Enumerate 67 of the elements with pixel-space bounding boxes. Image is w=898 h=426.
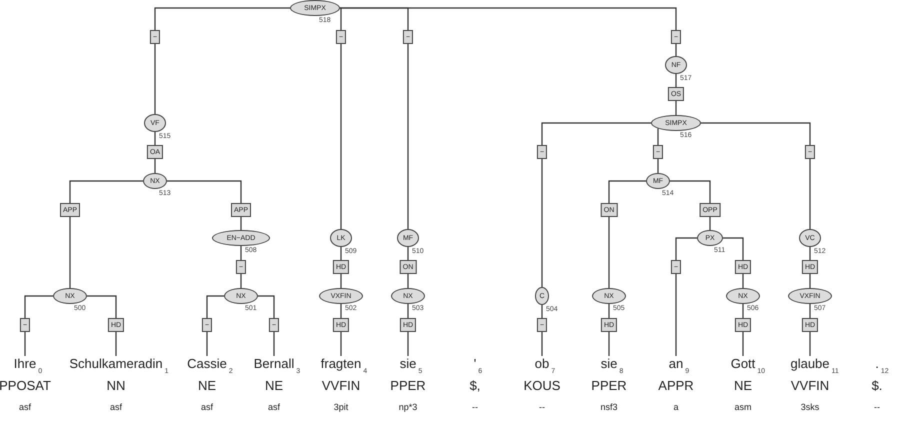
tree-branch-line xyxy=(809,247,811,288)
tree-branch-line xyxy=(608,304,610,356)
tree-branch-line xyxy=(701,122,811,229)
token-word: an xyxy=(668,356,684,372)
token-word: Schulkameradin xyxy=(69,356,163,372)
morph-tag: 3sks xyxy=(800,401,820,413)
tree-branch-line xyxy=(167,180,242,230)
token-word: Gott xyxy=(730,356,756,372)
tree-branch-line xyxy=(154,132,156,173)
morph-tag: asf xyxy=(200,401,213,413)
morph-tag: np*3 xyxy=(398,401,418,413)
tree-branch-line xyxy=(742,304,744,356)
tree-branch-line xyxy=(340,7,342,229)
token-word: sie xyxy=(400,356,416,372)
tree-branch-line xyxy=(407,304,409,356)
morph-tag: nsf3 xyxy=(600,401,618,413)
pos-tag: NE xyxy=(198,378,216,394)
tree-branch-line xyxy=(809,304,811,356)
pos-tag: KOUS xyxy=(524,378,560,394)
pos-tag: $, xyxy=(470,378,480,394)
morph-tag: asf xyxy=(18,401,31,413)
tree-branch-line xyxy=(340,304,342,356)
morph-tag: a xyxy=(673,401,678,413)
token-word: fragten xyxy=(320,356,362,372)
pos-tag: NE xyxy=(734,378,752,394)
pos-tag: PPOSAT xyxy=(0,378,51,394)
pos-tag: $. xyxy=(872,378,882,394)
tree-branch-line xyxy=(608,180,646,288)
pos-tag: PPER xyxy=(591,378,627,394)
morph-tag: -- xyxy=(472,401,478,413)
pos-tag: NE xyxy=(264,378,284,394)
morph-tag: -- xyxy=(874,401,880,413)
tree-branch-line xyxy=(87,295,117,356)
tree-branch-line xyxy=(675,237,697,356)
tree-branch-line xyxy=(407,247,409,288)
tree-branch-line xyxy=(675,74,677,115)
token-word: Cassie xyxy=(187,356,227,372)
morph-tag: asf xyxy=(268,401,280,413)
tree-branch-line xyxy=(240,246,242,288)
tree-branch-line xyxy=(541,122,651,287)
token-word: Bernall xyxy=(254,356,294,372)
pos-tag: APPR xyxy=(658,378,694,394)
token-word: ' xyxy=(474,356,476,372)
morph-tag: 3pit xyxy=(334,401,348,413)
token-word: . xyxy=(875,356,879,372)
tree-branch-line xyxy=(24,295,53,356)
tree-branch-line xyxy=(723,237,744,288)
tree-branch-line xyxy=(541,305,543,356)
morph-tag: -- xyxy=(539,401,545,413)
pos-tag: PPER xyxy=(390,378,426,394)
tree-branch-line xyxy=(206,295,224,356)
tree-branch-line xyxy=(340,247,342,288)
token-word: ob xyxy=(534,356,550,372)
tree-branch-line xyxy=(340,7,677,56)
token-word: sie xyxy=(600,356,618,372)
tree-branch-line xyxy=(69,180,143,288)
pos-tag: VVFIN xyxy=(322,378,360,394)
morph-tag: asm xyxy=(734,401,752,413)
morph-tag: asf xyxy=(110,401,122,413)
pos-tag: NN xyxy=(106,378,126,394)
tree-branch-line xyxy=(670,180,711,230)
pos-tag: VVFIN xyxy=(790,378,830,394)
token-word: glaube xyxy=(790,356,830,372)
tree-branch-line xyxy=(258,295,275,356)
tree-branch-line xyxy=(657,128,659,173)
tree-branch-line xyxy=(154,7,290,114)
token-word: Ihre xyxy=(14,356,36,372)
